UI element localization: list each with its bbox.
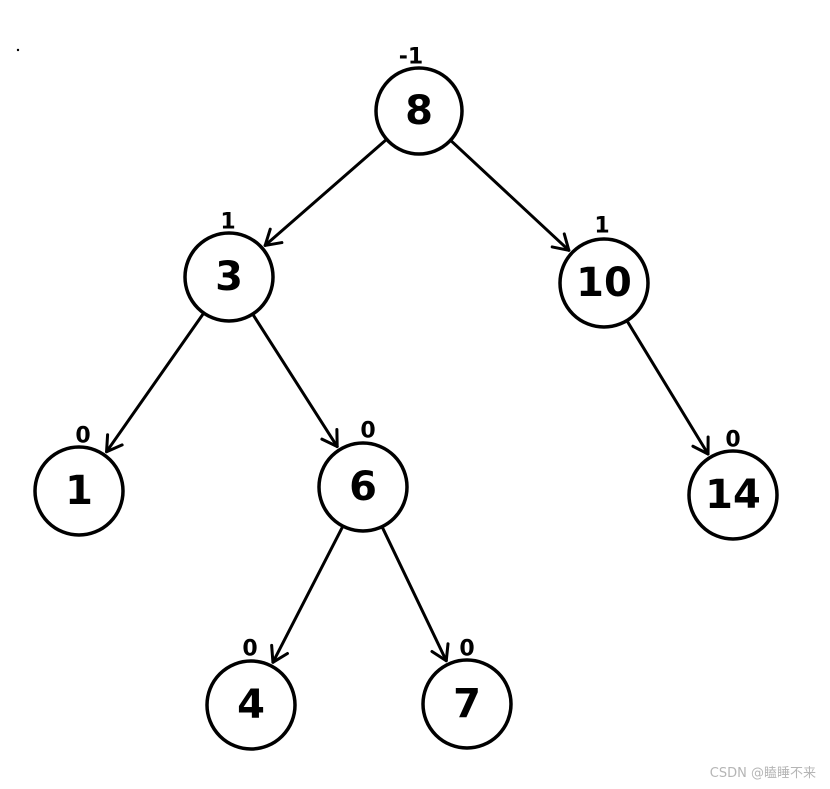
balance-factor-label: 0 xyxy=(459,637,474,662)
node-circle xyxy=(183,231,275,323)
node-circle xyxy=(33,445,125,537)
edge-line xyxy=(251,313,339,449)
tree-node-7: 70 xyxy=(421,637,513,750)
edge-line xyxy=(271,525,344,664)
edge-line xyxy=(625,319,710,456)
edge-6-7 xyxy=(380,526,450,663)
balance-factor-label: 0 xyxy=(725,428,740,453)
tree-node-10: 10 1 xyxy=(558,214,650,329)
watermark: CSDN @瞌睡不来 xyxy=(709,766,816,781)
tree-node-4: 40 xyxy=(205,637,297,751)
node-label: 14 xyxy=(705,472,761,518)
edge-8-10 xyxy=(449,139,571,252)
node-circle xyxy=(687,449,779,541)
node-circle xyxy=(374,66,464,156)
tree-node-3: 31 xyxy=(183,210,275,323)
arrowhead-icon xyxy=(550,232,571,252)
node-label: 3 xyxy=(215,254,243,300)
arrowhead-icon xyxy=(105,433,124,454)
node-label: 8 xyxy=(405,88,433,134)
arrowhead-icon xyxy=(430,642,450,663)
tree-node-8: 8 -1 xyxy=(374,45,464,156)
tree-node-14: 14 0 xyxy=(687,428,779,541)
edge-8-3 xyxy=(263,138,388,247)
stray-dot xyxy=(16,48,20,52)
node-label: 10 xyxy=(576,260,632,306)
edge-line xyxy=(263,138,388,247)
node-circle xyxy=(205,659,297,751)
arrowhead-icon xyxy=(320,428,339,449)
edge-line xyxy=(380,526,448,663)
node-label: 6 xyxy=(349,464,377,510)
arrowhead-icon xyxy=(270,643,289,664)
balance-factor-label: 0 xyxy=(75,424,90,449)
edge-6-4 xyxy=(270,525,344,664)
node-circle xyxy=(421,658,513,750)
node-circle xyxy=(317,441,409,533)
node-circle xyxy=(558,237,650,329)
arrowhead-icon xyxy=(263,227,284,247)
node-label: 7 xyxy=(453,681,481,727)
arrowhead-icon xyxy=(691,435,710,456)
node-label: 4 xyxy=(237,682,265,728)
edge-line xyxy=(449,139,571,252)
edge-3-6 xyxy=(251,313,339,449)
edge-10-14 xyxy=(625,319,710,456)
tree-node-6: 60 xyxy=(317,419,409,533)
edges-layer xyxy=(105,138,710,664)
balance-factor-label: 1 xyxy=(594,214,609,239)
edge-3-1 xyxy=(105,312,205,454)
edge-line xyxy=(105,312,205,454)
balance-factor-label: -1 xyxy=(399,45,423,70)
balance-factor-label: 1 xyxy=(220,210,235,235)
node-label: 1 xyxy=(65,468,93,514)
balance-factor-label: 0 xyxy=(360,419,375,444)
tree-node-1: 10 xyxy=(33,424,125,537)
balance-factor-label: 0 xyxy=(242,637,257,662)
